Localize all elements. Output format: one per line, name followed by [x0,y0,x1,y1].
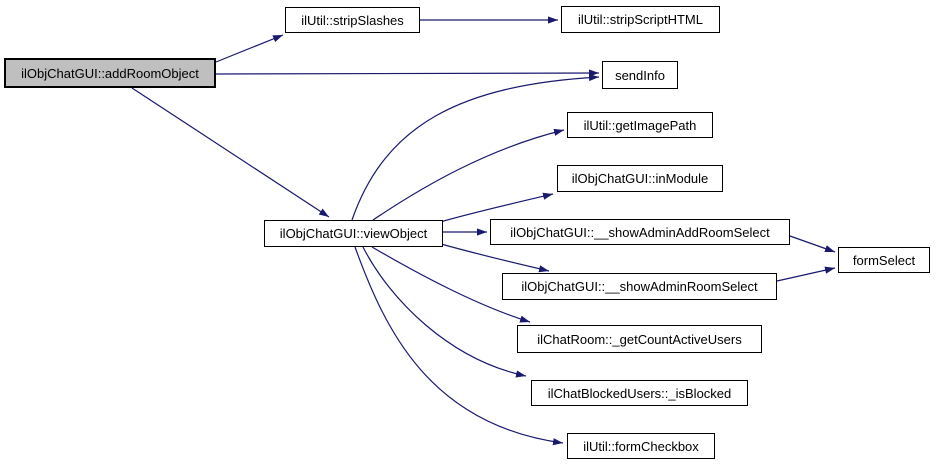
node-label: ilUtil::formCheckbox [583,438,699,454]
node-label: ilUtil::getImagePath [583,117,697,133]
edge-addRoomObject-stripSlashes [215,34,284,63]
node-label: ilUtil::stripScriptHTML [578,12,703,27]
node-label: ilChatBlockedUsers::_isBlocked [547,385,732,401]
node-formselect[interactable]: formSelect [838,247,930,273]
node-getimagepath[interactable]: ilUtil::getImagePath [567,112,713,138]
node-addroomobject[interactable]: ilObjChatGUI::addRoomObject [4,58,216,88]
edge-addRoomObject-sendInfo [215,69,600,77]
edge-viewObject-getCountActiveUsers [371,246,531,323]
edge-addRoomObject-viewObject [131,87,330,218]
node-label: ilObjChatGUI::addRoomObject [21,65,199,81]
edge-viewObject-formCheckbox [354,246,564,446]
node-getcountactiveusers[interactable]: ilChatRoom::_getCountActiveUsers [517,325,762,353]
edge-viewObject-showAdminRoomSelect [440,243,550,273]
node-sendinfo[interactable]: sendInfo [602,61,678,89]
edge-viewObject-isBlocked [362,246,527,378]
node-label: formSelect [852,252,916,268]
node-label: ilObjChatGUI::__showAdminRoomSelect [521,279,758,294]
edge-showAdminRoomSelect-formSelect [776,266,836,282]
node-formcheckbox[interactable]: ilUtil::formCheckbox [567,433,715,459]
node-showadminroomselect[interactable]: ilObjChatGUI::__showAdminRoomSelect [502,273,777,300]
node-label: ilUtil::stripSlashes [301,12,404,28]
node-isblocked[interactable]: ilChatBlockedUsers::_isBlocked [531,380,748,406]
node-stripslashes[interactable]: ilUtil::stripSlashes [285,7,420,33]
node-viewobject[interactable]: ilObjChatGUI::viewObject [264,220,443,247]
node-label: ilChatRoom::_getCountActiveUsers [537,331,742,347]
edge-showAdminAddRoomSelect-formSelect [789,235,836,253]
edge-viewObject-getImagePath [372,128,565,221]
node-label: ilObjChatGUI::viewObject [279,226,428,241]
node-inmodule[interactable]: ilObjChatGUI::inModule [557,165,723,192]
node-label: ilObjChatGUI::inModule [571,171,709,186]
edge-viewObject-sendInfo [351,73,600,221]
node-label: ilObjChatGUI::__showAdminAddRoomSelect [510,224,770,240]
node-stripscripthtml[interactable]: ilUtil::stripScriptHTML [561,6,720,33]
node-label: sendInfo [615,67,665,83]
edge-viewObject-inModule [439,192,554,223]
node-showadminaddroomselect[interactable]: ilObjChatGUI::__showAdminAddRoomSelect [490,219,790,245]
